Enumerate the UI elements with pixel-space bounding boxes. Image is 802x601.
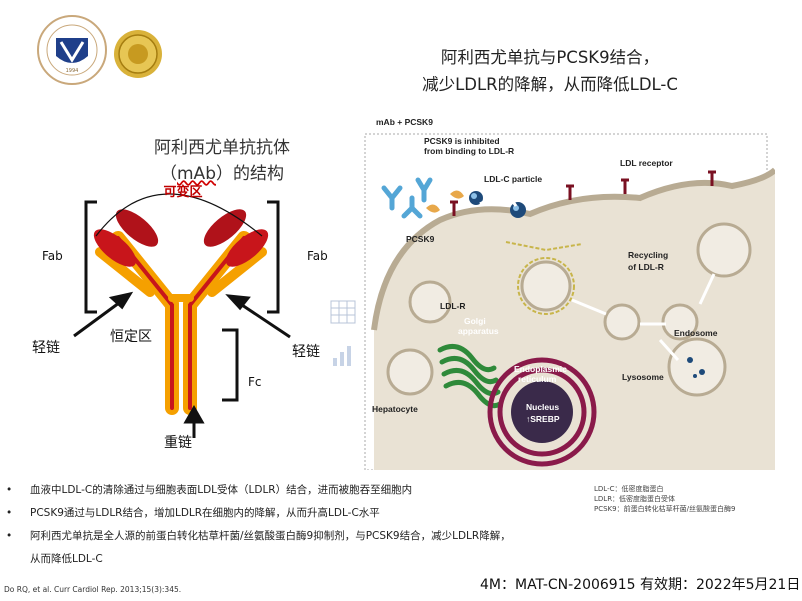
pcsk9-molecules [426,190,464,213]
heavy-chain-label: 重链 [164,435,192,451]
bullet-text: 血液中LDL-C的清除通过与细胞表面LDL受体（LDLR）结合，进而被胞吞至细胞… [30,484,413,496]
antibody-molecules [381,177,433,219]
endoplasmic-reticulum [487,357,597,467]
nucleus-shape [511,381,573,443]
lysosome-debris [687,357,705,378]
chart-icon[interactable] [333,346,351,366]
cell-membrane [371,167,775,331]
hospital-logo: 1994 [37,15,107,85]
label-endosome: Endosome [674,328,718,338]
label-er-1: Endoplasmic [514,364,567,374]
right-title-line1: 阿利西尤单抗与PCSK9结合， [440,48,660,67]
label-pcsk9-inhibited-2: from binding to LDL-R [424,146,514,156]
antibody-structure-diagram: 可变区 Fab Fab 恒定区 轻链 轻链 Fc 重链 [32,184,328,451]
label-pcsk9: PCSK9 [406,234,435,244]
label-ldlc-particle: LDL-C particle [484,174,542,184]
svg-text:1994: 1994 [66,68,79,74]
pcsk9-mechanism-diagram: mAb + PCSK9 PCSK9 is inhibited from bind… [364,117,775,470]
pointer-arrows [73,291,291,438]
process-arrows [479,196,716,362]
abbr-ldlr: LDLR：低密度脂蛋白受体 [594,495,676,503]
bullet-item: • 血液中LDL-C的清除通过与细胞表面LDL受体（LDLR）结合，进而被胞吞至细… [6,480,596,503]
light-chain-shape [95,247,267,297]
bullet-text: PCSK9通过与LDLR结合，增加LDLR在细胞内的降解，从而升高LDL-C水平 [30,507,380,519]
label-recycling-1: Recycling [628,250,668,260]
cell-body [374,170,775,470]
endocytosis-vesicles [386,222,752,397]
bullet-item: • PCSK9通过与LDLR结合，增加LDLR在细胞内的降解，从而升高LDL-C水… [6,503,596,526]
label-lysosome: Lysosome [622,372,664,382]
label-ldl-receptor: LDL receptor [620,158,673,168]
reference-citation: Do RQ, et al. Curr Cardiol Rep. 2013;15(… [4,585,182,594]
bullet-glyph: • [6,530,13,542]
label-ldlr: LDL-R [440,301,466,311]
bullet-text: 从而降低LDL-C [30,553,103,565]
label-recycling-2: of LDL-R [628,262,664,272]
abbr-ldlc: LDL-C：低密度脂蛋白 [594,485,664,493]
light-chain-left-label: 轻链 [32,340,60,356]
label-golgi-1: Golgi [464,316,486,326]
right-title: 阿利西尤单抗与PCSK9结合， 减少LDLR的降解，从而降低LDL-C [360,44,740,98]
ldl-receptors [450,170,716,216]
table-icon[interactable] [330,300,356,324]
label-nucleus: Nucleus [526,402,559,412]
left-title: 阿利西尤单抗抗体 （mAb）的结构 [122,135,322,187]
fc-label: Fc [248,375,262,389]
right-title-line2: 减少LDLR的降解，从而降低LDL-C [422,75,678,94]
label-golgi-2: apparatus [458,326,499,336]
bullet-item: • 阿利西尤单抗是全人源的前蛋白转化枯草杆菌/丝氨酸蛋白酶9抑制剂，与PCSK9结… [6,526,596,549]
fab-right-label: Fab [307,249,328,263]
bullet-text: 阿利西尤单抗是全人源的前蛋白转化枯草杆菌/丝氨酸蛋白酶9抑制剂，与PCSK9结合… [30,530,511,542]
label-mab-pcsk9: mAb + PCSK9 [376,117,433,127]
approval-code: 4M：MAT-CN-2006915 有效期：2022年5月21日 [480,577,801,593]
left-title-line2: （mAb）的结构 [160,164,284,184]
label-srebp: ↑SREBP [526,414,560,424]
jci-seal-logo [114,30,162,78]
fab-left-label: Fab [42,249,63,263]
abbreviations: LDL-C：低密度脂蛋白 LDLR：低密度脂蛋白受体 PCSK9：前蛋白转化枯草… [594,484,802,514]
left-title-line1: 阿利西尤单抗抗体 [154,138,290,158]
label-hepatocyte: Hepatocyte [372,404,418,414]
variable-region-label: 可变区 [163,184,202,200]
bullet-list: • 血液中LDL-C的清除通过与细胞表面LDL受体（LDLR）结合，进而被胞吞至细… [6,480,596,572]
bracket-shapes [84,193,280,402]
abbr-pcsk9: PCSK9：前蛋白转化枯草杆菌/丝氨酸蛋白酶9 [594,505,736,513]
mab-text: mAb [177,164,216,184]
label-pcsk9-inhibited-1: PCSK9 is inhibited [424,136,500,146]
clathrin-coat [505,241,583,315]
heavy-chain-shape [111,231,251,415]
antibody-domains [93,209,269,267]
constant-region-label: 恒定区 [110,329,152,345]
logo-area: 1994 [4,6,169,86]
bullet-glyph: • [6,507,13,519]
bullet-continuation: 从而降低LDL-C [6,549,596,572]
label-er-2: reticulum [518,374,557,384]
side-toolbar-icons[interactable] [328,298,358,370]
bullet-glyph: • [6,484,13,496]
light-chain-right-label: 轻链 [292,344,320,360]
